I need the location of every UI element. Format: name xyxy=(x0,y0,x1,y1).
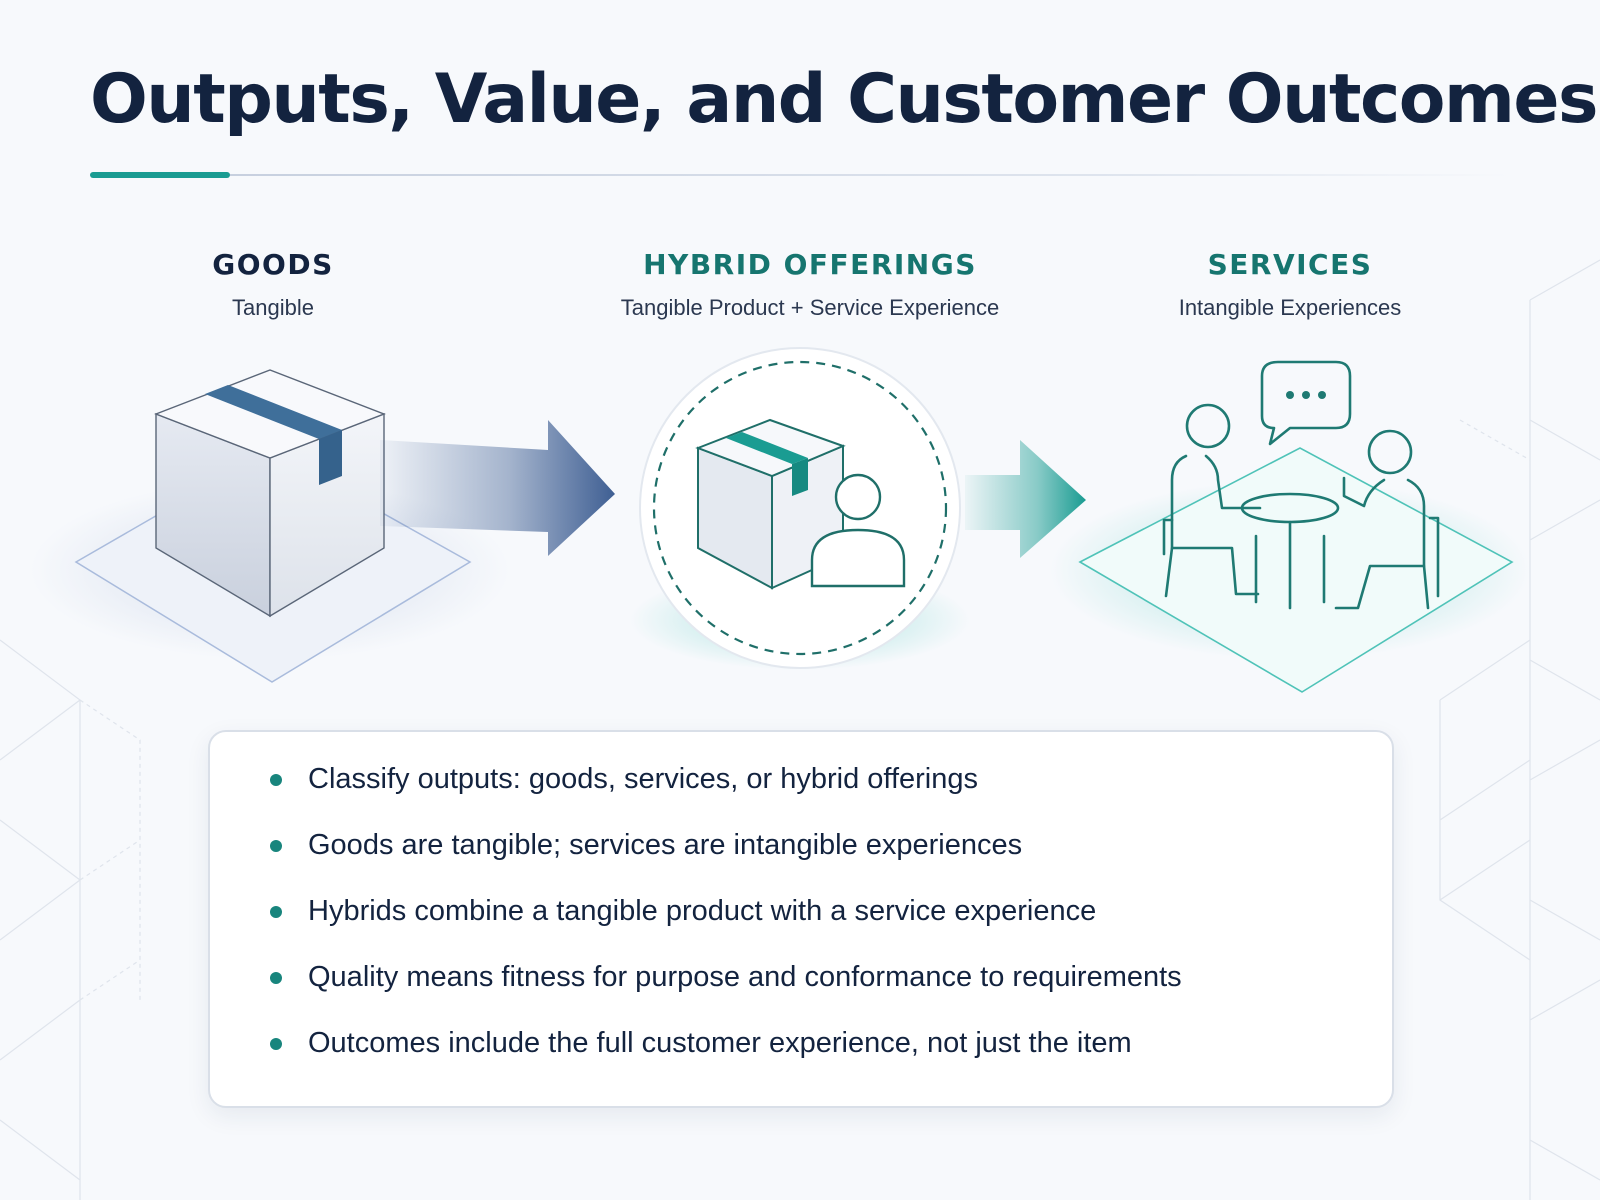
hybrid-header: HYBRID OFFERINGS Tangible Product + Serv… xyxy=(560,248,1060,321)
hybrid-subtitle: Tangible Product + Service Experience xyxy=(620,295,1000,320)
goods-header: GOODS Tangible xyxy=(173,248,373,321)
two-people-conversation-icon xyxy=(1050,360,1530,693)
services-subtitle: Intangible Experiences xyxy=(1178,295,1402,320)
list-item: Quality means fitness for purpose and co… xyxy=(270,956,1392,1022)
title-divider-line xyxy=(230,174,1510,176)
flow-illustration xyxy=(30,347,1530,693)
bullet-dot-icon xyxy=(270,774,282,786)
arrow-right-icon xyxy=(965,440,1086,558)
title-accent-bar xyxy=(90,172,230,178)
bullet-text: Outcomes include the full customer exper… xyxy=(308,1027,1132,1059)
goods-heading: GOODS xyxy=(212,248,334,281)
bullet-text: Hybrids combine a tangible product with … xyxy=(308,895,1097,927)
bullet-dot-icon xyxy=(270,1038,282,1050)
list-item: Hybrids combine a tangible product with … xyxy=(270,890,1392,956)
page-title: Outputs, Value, and Customer Outcomes xyxy=(90,60,1598,139)
list-item: Outcomes include the full customer exper… xyxy=(270,1022,1392,1088)
bullet-text: Goods are tangible; services are intangi… xyxy=(308,829,1023,861)
list-item: Classify outputs: goods, services, or hy… xyxy=(270,758,1392,824)
title-underline xyxy=(90,172,1510,178)
goods-subtitle: Tangible xyxy=(232,295,314,320)
bullet-text: Classify outputs: goods, services, or hy… xyxy=(308,763,979,795)
bullet-dot-icon xyxy=(270,840,282,852)
bullet-dot-icon xyxy=(270,906,282,918)
hybrid-heading: HYBRID OFFERINGS xyxy=(643,248,977,281)
box-with-person-icon xyxy=(630,347,970,670)
key-points-list: Classify outputs: goods, services, or hy… xyxy=(210,732,1392,1088)
key-points-panel: Classify outputs: goods, services, or hy… xyxy=(208,730,1394,1108)
services-heading: SERVICES xyxy=(1207,248,1373,281)
bullet-dot-icon xyxy=(270,972,282,984)
services-header: SERVICES Intangible Experiences xyxy=(1090,248,1490,321)
arrow-right-icon xyxy=(380,420,615,556)
bullet-text: Quality means fitness for purpose and co… xyxy=(308,961,1182,993)
list-item: Goods are tangible; services are intangi… xyxy=(270,824,1392,890)
